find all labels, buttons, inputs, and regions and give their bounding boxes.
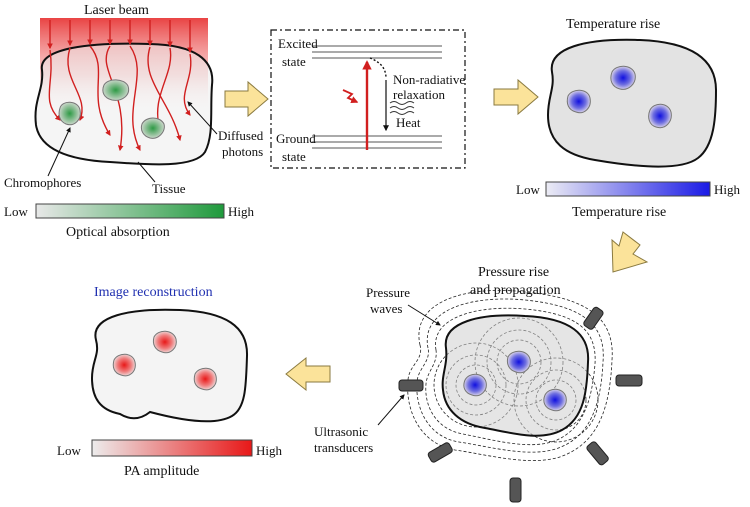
ground-levels [312,135,442,149]
laser-beam-label: Laser beam [84,3,149,18]
ground-label-1: Ground [276,131,316,146]
propagation-title-2: and propagation [470,283,561,298]
temperature-low: Low [516,182,540,197]
ground-label-2: state [282,149,306,164]
tissue-pointer [137,161,156,183]
excited-levels [312,45,442,59]
temperature-high: High [714,182,741,197]
energy-panel: Excited state Non-radiative relaxation H… [270,29,466,169]
absorption-high: High [228,204,255,219]
pa-scale-bar [91,439,253,457]
diffused-pointer [187,101,218,135]
temperature-panel: Temperature rise Low High Temperature ri… [516,17,741,220]
pressure-tissue-outline [441,314,590,437]
temperature-tissue-outline [546,38,718,168]
flow-arrow-1 [224,80,269,118]
absorption-caption: Optical absorption [66,225,170,240]
reconstruction-tissue-outline [90,308,249,423]
transducer-1 [583,306,604,330]
diffused-label-2: photons [222,144,263,159]
transducers-label-2: transducers [314,440,373,455]
reconstruction-panel: Image reconstruction Low High PA amplitu… [57,285,283,479]
heat-waves-icon [389,101,415,115]
propagation-title-1: Pressure rise [478,265,549,280]
heat-label: Heat [396,115,421,130]
absorption-low: Low [4,204,28,219]
photon-squiggle-icon [342,89,359,103]
pa-caption: PA amplitude [124,464,199,479]
waves-label-1: Pressure [366,285,410,300]
absorption-panel: Laser beam Diffused photons Chromophores… [4,3,264,240]
pa-spot-3 [193,367,217,391]
flow-arrow-2 [493,78,539,116]
temperature-scale-bar [545,181,711,197]
diffused-label-1: Diffused [218,128,264,143]
source-spot-1 [506,350,531,374]
propagation-panel: Pressure rise and propagation Pressure w… [314,265,643,503]
nonrad-label-1: Non-radiative [393,72,465,87]
pa-spot-2 [112,353,136,377]
nonrad-label-2: relaxation [393,87,445,102]
transducer-4 [586,441,609,466]
hot-spot-2 [566,89,591,114]
transducer-3 [398,379,424,392]
reconstruction-title: Image reconstruction [94,285,213,300]
flow-arrow-4 [285,356,331,392]
transducer-2 [615,374,643,387]
transducers-pointer [377,394,405,426]
waves-label-2: waves [370,301,403,316]
chromophore-1 [102,79,130,101]
chromophores-label: Chromophores [4,175,81,190]
transducer-6 [509,477,522,503]
pa-low: Low [57,443,81,458]
chromophore-2 [58,101,81,126]
flow-arrow-3 [611,231,649,273]
transducers [398,306,643,503]
tissue-outline [34,42,214,166]
transducer-5 [427,442,453,463]
chromophores-pointer [47,127,71,177]
pa-spot-1 [152,330,177,354]
tissue-label: Tissue [152,181,186,196]
source-spot-3 [543,388,567,412]
excited-label-1: Excited [278,36,318,51]
waves-pointer [407,304,441,326]
nonrad-curve [369,57,387,79]
pa-high: High [256,443,283,458]
temperature-caption: Temperature rise [572,205,666,220]
chromophore-3 [140,117,165,139]
laser-rays [47,20,193,152]
excited-label-2: state [282,54,306,69]
hot-spot-3 [648,103,672,129]
source-spot-2 [463,373,487,397]
transducers-label-1: Ultrasonic [314,424,368,439]
absorption-scale-bar [35,203,225,219]
hot-spot-1 [610,65,636,90]
temperature-title: Temperature rise [566,17,660,32]
